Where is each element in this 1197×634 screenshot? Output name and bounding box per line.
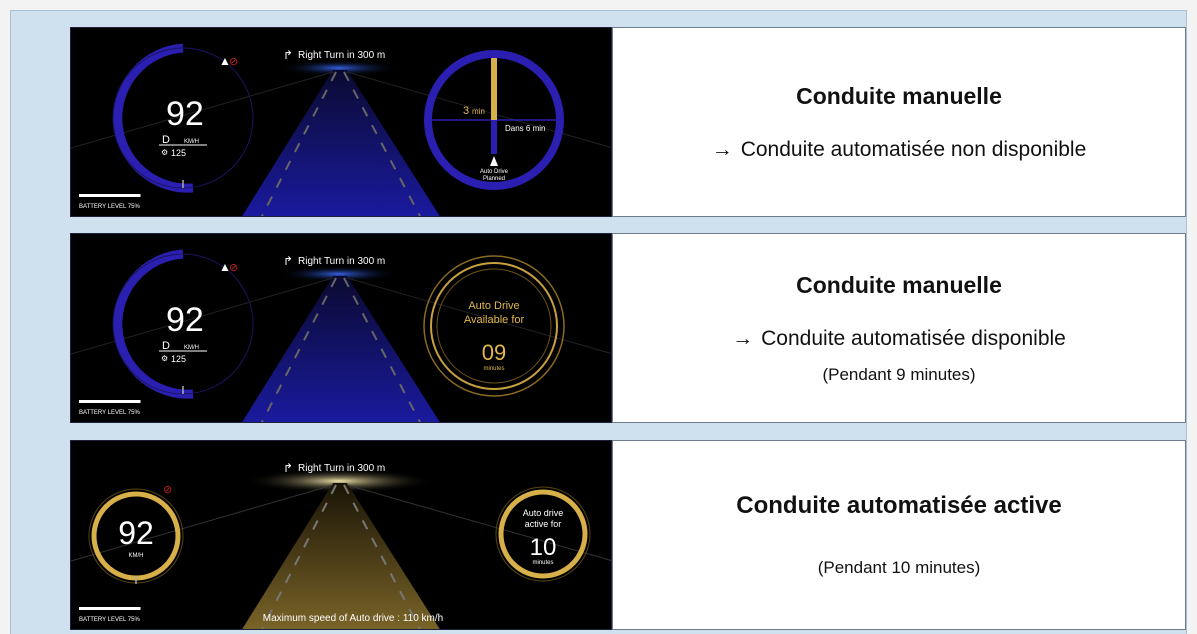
arrow-right-icon: → xyxy=(711,137,733,161)
timeline-right-value: Dans 6 min xyxy=(505,124,545,133)
mode-status: → Conduite automatisée non disponible xyxy=(712,138,1087,162)
battery-label: BATTERY LEVEL 75% xyxy=(79,617,140,623)
arrow-right-icon: → xyxy=(732,326,754,350)
mode-status: → Conduite automatisée disponible xyxy=(732,327,1066,351)
availability-unit: minutes xyxy=(483,366,504,372)
active-label-2: active for xyxy=(525,519,562,529)
mode-duration: (Pendant 9 minutes) xyxy=(822,364,976,384)
description-manual-unavailable: Conduite manuelle → Conduite automatisée … xyxy=(612,27,1186,217)
availability-ring-outer xyxy=(423,255,565,397)
speed-limit-value: 125 xyxy=(171,354,186,364)
speed-limit-icon: ⊘ xyxy=(229,262,238,274)
availability-label-2: Available for xyxy=(464,314,525,326)
dashboard-graphic: ▲ ⊘ 92 D KM/H ⚙ 125 BATTERY LEVEL 75% ↱ … xyxy=(71,249,611,422)
dashboard-manual-available: ▲ ⊘ 92 D KM/H ⚙ 125 BATTERY LEVEL 75% ↱ … xyxy=(70,233,612,423)
max-speed-notice: Maximum speed of Auto drive : 110 km/h xyxy=(263,613,443,624)
horizon-glow xyxy=(244,469,434,493)
timeline-manual-segment xyxy=(491,58,497,120)
turn-right-icon: ↱ xyxy=(283,461,293,475)
speed-unit: KM/H xyxy=(184,345,199,351)
speed-value: 92 xyxy=(118,515,154,551)
mode-duration: (Pendant 10 minutes) xyxy=(817,558,981,577)
speed-unit: KM/H xyxy=(129,553,144,559)
mode-status-text: Conduite automatisée disponible xyxy=(761,326,1066,350)
description-manual-available: Conduite manuelle → Conduite automatisée … xyxy=(612,233,1186,423)
speed-arc xyxy=(113,249,194,399)
availability-value: 09 xyxy=(482,340,506,365)
autodrive-label-2: Planned xyxy=(483,176,505,182)
battery-label: BATTERY LEVEL 75% xyxy=(79,410,140,416)
vehicle-arrow-icon xyxy=(490,156,498,166)
lane-line-right xyxy=(343,71,422,216)
battery-bar xyxy=(79,194,141,197)
horizon-glow xyxy=(279,60,399,76)
dashboard-graphic: ▲ ⊘ 92 D KM/H ⚙ 125 BATTERY LEVEL 75% ↱ … xyxy=(71,43,611,216)
slide-frame: ▲ ⊘ 92 D KM/H ⚙ 125 BATTERY LEVEL 75% ↱ … xyxy=(10,10,1187,634)
speed-value: 92 xyxy=(166,95,204,133)
nav-instruction: Right Turn in 300 m xyxy=(298,256,385,267)
speed-unit: KM/H xyxy=(184,139,199,145)
nav-instruction: Right Turn in 300 m xyxy=(298,463,385,474)
gear-indicator: D xyxy=(162,340,170,352)
battery-bar xyxy=(79,607,141,610)
speed-limit-value: 125 xyxy=(171,148,186,158)
dashboard-auto-active: ⊘ 92 KM/H BATTERY LEVEL 75% ↱ Right Turn… xyxy=(70,440,612,630)
mode-title: Conduite manuelle xyxy=(796,82,1002,109)
battery-label: BATTERY LEVEL 75% xyxy=(79,204,140,210)
timeline-left-value: 3 xyxy=(463,105,469,117)
timeline-auto-segment xyxy=(491,120,497,154)
mode-title: Conduite automatisée active xyxy=(736,492,1062,519)
gear-indicator: D xyxy=(162,134,170,146)
autodrive-label-1: Auto Drive xyxy=(480,169,509,175)
turn-right-icon: ↱ xyxy=(283,48,293,62)
speed-limit-icon: ⊘ xyxy=(163,484,172,496)
road xyxy=(242,276,440,422)
availability-ring xyxy=(430,262,558,390)
speed-value: 92 xyxy=(166,301,204,339)
indicator-icon: ▲ xyxy=(219,54,231,68)
active-unit: minutes xyxy=(532,560,553,566)
road xyxy=(242,483,440,629)
cruise-icon: ⚙ xyxy=(161,354,168,363)
cruise-icon: ⚙ xyxy=(161,148,168,157)
mode-title: Conduite manuelle xyxy=(796,271,1002,298)
lane-line-left xyxy=(260,71,337,216)
nav-instruction: Right Turn in 300 m xyxy=(298,50,385,61)
availability-label-1: Auto Drive xyxy=(468,300,519,312)
description-auto-active: Conduite automatisée active (Pendant 10 … xyxy=(612,440,1186,630)
active-label-1: Auto drive xyxy=(523,508,564,518)
indicator-icon: ▲ xyxy=(219,260,231,274)
turn-right-icon: ↱ xyxy=(283,254,293,268)
autodrive-active-ring xyxy=(498,489,588,579)
active-value: 10 xyxy=(530,534,557,561)
battery-bar xyxy=(79,400,141,403)
speed-arc xyxy=(113,43,194,193)
road xyxy=(242,70,440,216)
dashboard-manual-unavailable: ▲ ⊘ 92 D KM/H ⚙ 125 BATTERY LEVEL 75% ↱ … xyxy=(70,27,612,217)
dashboard-graphic: ⊘ 92 KM/H BATTERY LEVEL 75% ↱ Right Turn… xyxy=(71,461,611,629)
mode-status-text: Conduite automatisée non disponible xyxy=(740,137,1087,161)
timeline-left-unit: min xyxy=(472,107,485,116)
speed-limit-icon: ⊘ xyxy=(229,56,238,68)
